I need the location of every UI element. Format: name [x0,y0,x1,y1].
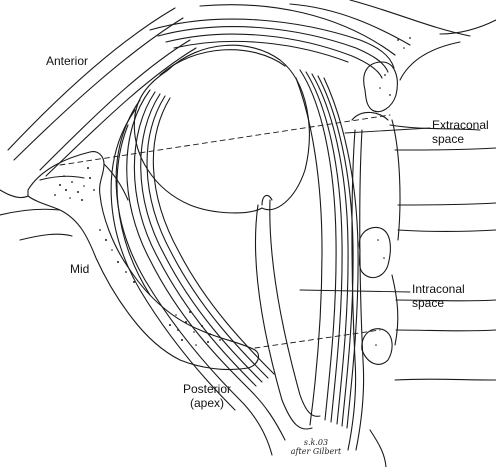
signature-credit: after Gilbert [290,447,342,456]
globe [133,44,310,214]
label-intraconal-space: Intraconal space [412,282,465,310]
upper-sheath-lines [149,0,496,79]
label-posterior-line1: Posterior [182,382,232,396]
label-posterior-line2: (apex) [189,396,224,410]
artist-signature: s.k.03 after Gilbert [276,438,356,456]
optic-nerve [254,194,321,430]
lateral-rectus-muscle [295,69,359,429]
bone-stipple [54,37,411,346]
orbital-roof-lines [7,7,197,177]
dashed-divider-lines [59,114,391,349]
signature-initials: s.k.03 [303,438,329,447]
label-anterior: Anterior [46,54,89,68]
leader-lines [299,127,431,293]
lateral-orbital-wall [0,151,260,371]
ethmoid-air-cells [347,41,496,467]
label-intraconal-line1: Intraconal [412,282,465,296]
label-posterior: Posterior (apex) [172,382,242,410]
label-mid: Mid [70,262,90,276]
label-extraconal-space: Extraconal space [432,118,489,146]
label-intraconal-line2: space [412,296,445,310]
label-extraconal-line2: space [432,132,465,146]
label-extraconal-line1: Extraconal [432,118,489,132]
medial-rectus-muscle [110,89,286,456]
